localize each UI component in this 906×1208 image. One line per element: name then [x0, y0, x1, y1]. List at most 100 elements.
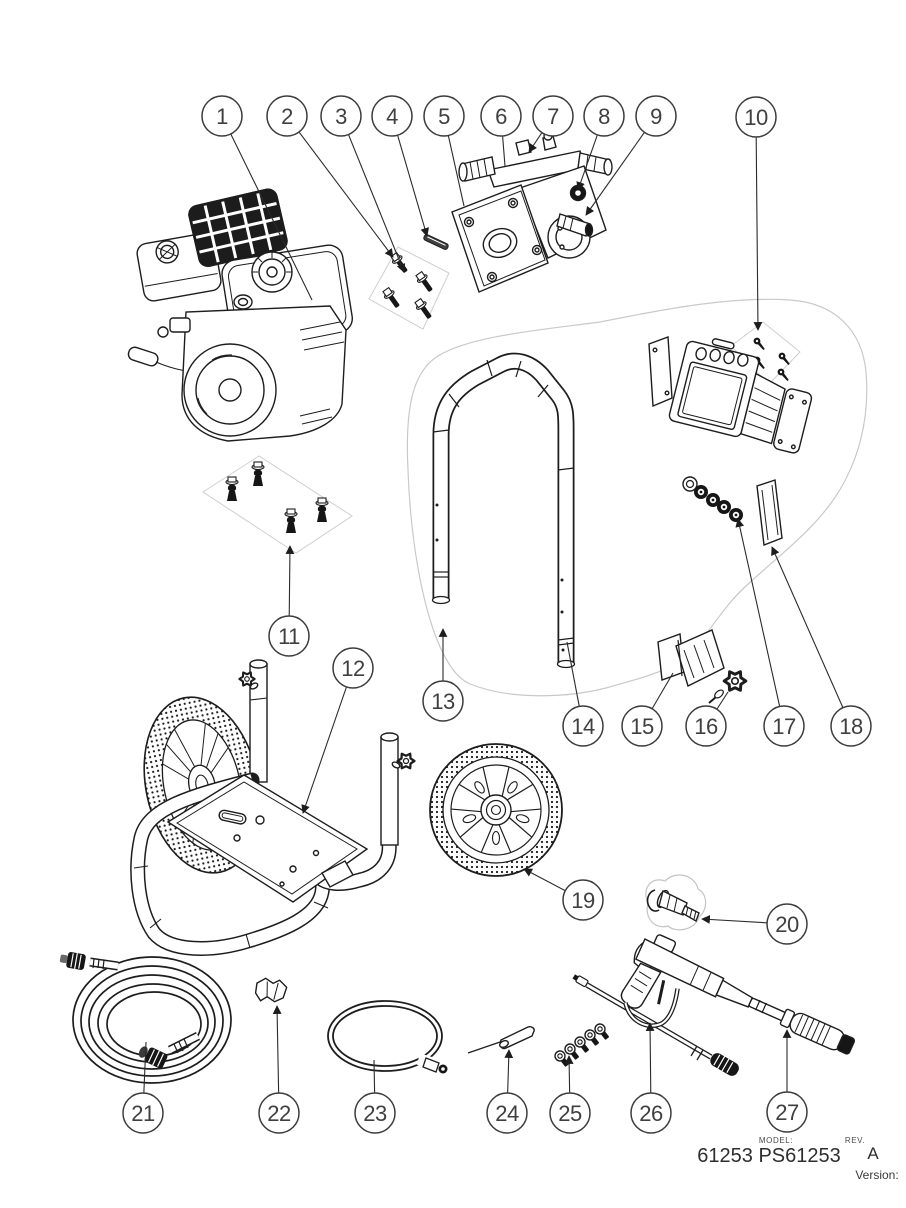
nozzle-set-illustration: [554, 1023, 609, 1067]
wheel-illustration: [429, 743, 563, 877]
callout-14: 14: [562, 641, 604, 747]
wand-illustration: [572, 974, 739, 1076]
leader-line: [735, 518, 785, 727]
callout-21: 21: [122, 1041, 164, 1134]
callout-balloon: [423, 95, 465, 137]
callout-balloon: [486, 1092, 528, 1134]
callout-6: 6: [480, 95, 522, 167]
callout-number: 12: [341, 656, 365, 681]
callout-number: 6: [495, 104, 507, 129]
callout-10: 10: [735, 96, 777, 331]
leader-line: [286, 115, 394, 258]
spray-gun-illustration: [620, 934, 856, 1055]
callout-17: 17: [735, 518, 805, 747]
callout-2: 2: [266, 95, 394, 258]
callout-balloon: [630, 1092, 672, 1134]
callout-number: 2: [281, 104, 293, 129]
callout-balloon: [268, 615, 310, 657]
callout-balloon: [480, 95, 522, 137]
frame-illustration: [130, 659, 416, 956]
leader-line: [753, 116, 763, 331]
rev-value: A: [867, 1144, 879, 1163]
callout-26: 26: [630, 1022, 672, 1134]
callout-balloon: [549, 1092, 591, 1134]
callout-number: 13: [431, 689, 455, 714]
callout-balloon: [766, 1091, 808, 1133]
callout-8: 8: [576, 95, 625, 191]
nozzle-holder-illustration: [657, 629, 725, 687]
leader-line: [771, 546, 852, 727]
callout-16: 16: [685, 691, 729, 747]
callout-number: 26: [639, 1101, 663, 1126]
callout-25: 25: [549, 1055, 591, 1134]
callout-number: 21: [131, 1101, 155, 1126]
callout-balloon: [830, 705, 872, 747]
cloud-outline-small: [645, 874, 707, 931]
leader-line: [221, 115, 313, 301]
callout-balloon: [201, 95, 243, 137]
callout-balloon: [354, 1092, 396, 1134]
callout-balloon: [562, 705, 604, 747]
callout-balloon: [320, 95, 362, 137]
shaft-key-illustration: [423, 234, 449, 250]
callout-27: 27: [766, 1029, 808, 1133]
callout-23: 23: [354, 1059, 396, 1134]
callout-number: 1: [216, 104, 228, 129]
callout-balloon: [266, 95, 308, 137]
model-label: MODEL:: [759, 1136, 793, 1145]
callout-balloon: [122, 1092, 164, 1134]
engine-illustration: [127, 188, 353, 442]
callout-balloon: [371, 95, 413, 137]
callout-24: 24: [486, 1049, 528, 1134]
callout-number: 4: [386, 104, 398, 129]
model-value: 61253 PS61253: [697, 1145, 840, 1167]
version-label: Version:: [855, 1168, 898, 1182]
callout-number: 3: [335, 104, 347, 129]
callout-number: 9: [650, 104, 662, 129]
siphon-tube-illustration: [327, 1000, 448, 1074]
hose-clip-illustration: [254, 977, 288, 1003]
engine-mount-bolts-illustration: [202, 455, 353, 554]
callout-number: 24: [495, 1101, 519, 1126]
callout-number: 27: [775, 1100, 799, 1125]
callout-11: 11: [268, 545, 310, 657]
callout-number: 18: [839, 714, 863, 739]
callout-22: 22: [258, 1005, 300, 1134]
callout-12: 12: [301, 647, 374, 814]
callout-balloon: [735, 96, 777, 138]
callout-number: 14: [571, 714, 595, 739]
leader-line: [391, 115, 430, 237]
callout-balloon: [422, 680, 464, 722]
callout-number: 25: [558, 1101, 582, 1126]
callout-balloon: [258, 1092, 300, 1134]
rev-label: REV.: [845, 1136, 865, 1145]
callout-number: 11: [278, 624, 300, 649]
callout-18: 18: [771, 546, 872, 747]
callout-balloon: [532, 95, 574, 137]
hose-illustration: [59, 952, 232, 1084]
callout-number: 22: [267, 1101, 291, 1126]
callout-3: 3: [320, 95, 406, 273]
cloud-outline: [406, 298, 868, 697]
callout-balloon: [562, 879, 604, 921]
callout-15: 15: [621, 672, 674, 747]
callout-13: 13: [422, 628, 464, 722]
leader-line: [340, 115, 406, 273]
callout-9: 9: [585, 95, 677, 216]
callout-7: 7: [528, 95, 574, 153]
callout-number: 7: [547, 104, 559, 129]
panel-grommets-illustration: [682, 476, 743, 522]
callout-19: 19: [523, 868, 604, 921]
callout-balloon: [766, 903, 808, 945]
pump-bolts-illustration: [368, 246, 450, 330]
callout-20: 20: [701, 903, 808, 945]
callout-number: 5: [438, 104, 450, 129]
footer-block: MODEL: 61253 PS61253 REV. A Version:: [697, 1136, 898, 1182]
callout-balloon: [332, 647, 374, 689]
callout-number: 16: [694, 714, 718, 739]
callout-number: 8: [598, 104, 610, 129]
callout-number: 19: [571, 888, 595, 913]
